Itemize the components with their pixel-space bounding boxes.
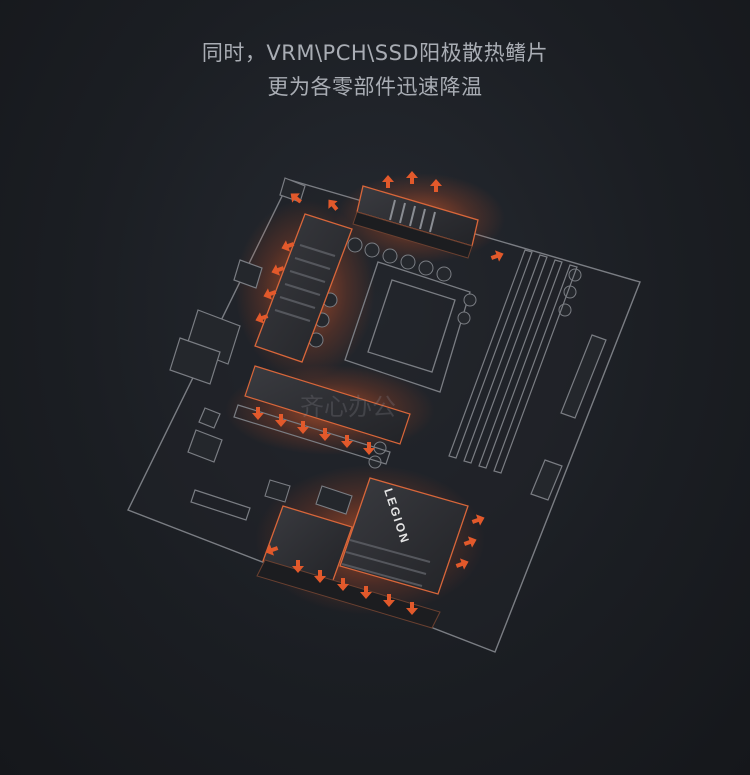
small-chips (264, 479, 353, 515)
watermark: 齐心办公 (300, 393, 396, 421)
side-connectors (530, 334, 607, 501)
rear-io (169, 177, 306, 463)
left-vrm-heatsink (254, 213, 353, 363)
caption-line-1: 同时，VRM\PCH\SSD阳极散热鳍片 (201, 41, 549, 65)
caption: 同时，VRM\PCH\SSD阳极散热鳍片 更为各零部件迅速降温 (0, 36, 750, 104)
ram-slots (448, 249, 578, 474)
ssd-heatsink (256, 477, 469, 629)
caption-line-2: 更为各零部件迅速降温 (267, 75, 483, 99)
pcie-slots (190, 404, 391, 521)
cpu-socket (344, 261, 471, 393)
top-vrm-heatsink (352, 185, 479, 259)
pch-heatsink (244, 365, 411, 445)
capacitors (308, 237, 582, 469)
